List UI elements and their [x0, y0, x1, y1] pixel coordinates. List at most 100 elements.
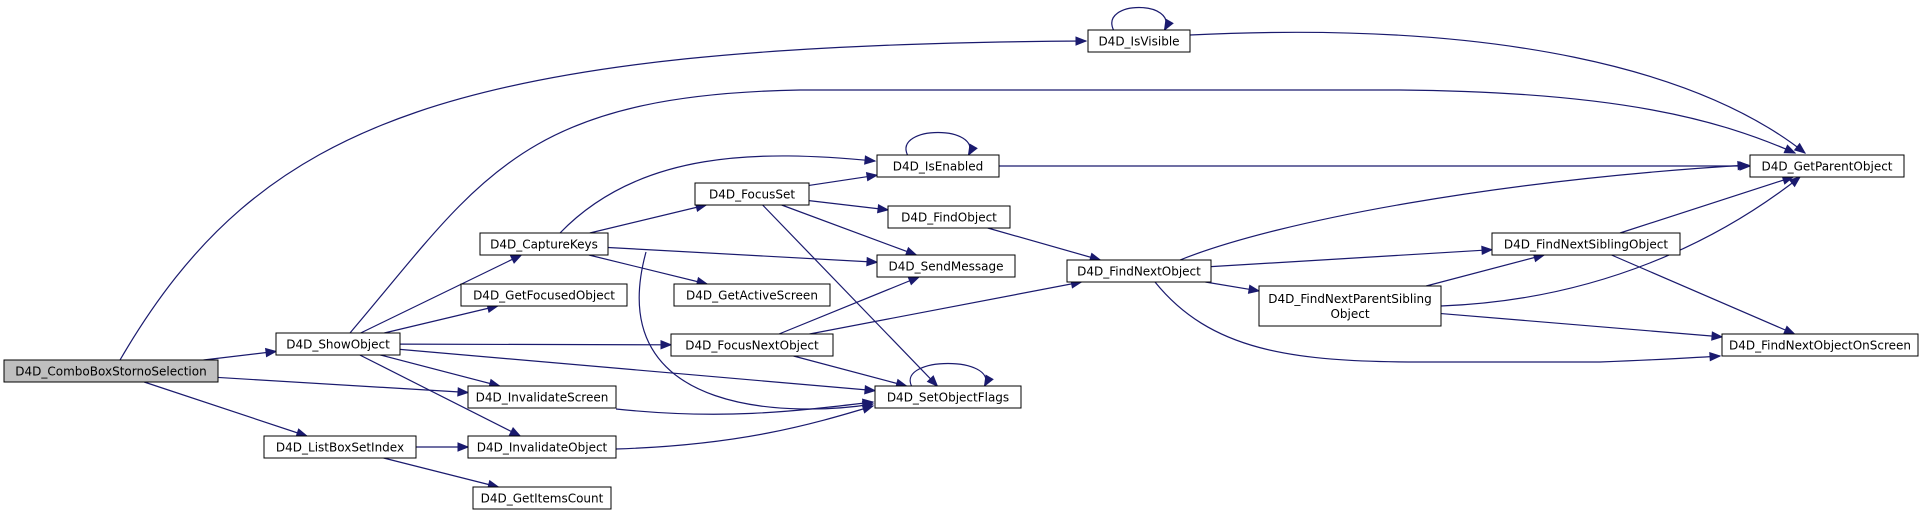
node-box-fnos [1721, 333, 1919, 357]
node-box-send [876, 254, 1016, 278]
node-label-isvis: D4D_IsVisible [1098, 35, 1179, 49]
edge-show-to-getf [384, 303, 500, 334]
node-box-geti [472, 486, 612, 510]
edge-capt-to-fset [589, 202, 708, 234]
node-label-fnps: Object [1330, 307, 1369, 321]
edge-fnps-to-gpar [1440, 176, 1802, 307]
node-geti[interactable]: D4D_GetItemsCount [472, 486, 612, 510]
node-box-fnps [1258, 285, 1442, 327]
edge-fnext-to-sflag [793, 355, 908, 388]
node-show[interactable]: D4D_ShowObject [275, 332, 401, 356]
edge-fnobj-to-gpar [1179, 160, 1750, 261]
edge-sflag-to-sflag [909, 363, 994, 388]
edges [119, 7, 1807, 490]
edge-fnps-to-fnsib [1425, 253, 1546, 287]
node-label-geti: D4D_GetItemsCount [481, 492, 604, 506]
node-box-sflag [874, 385, 1022, 409]
node-find[interactable]: D4D_FindObject [887, 205, 1011, 229]
node-label-gact: D4D_GetActiveScreen [686, 289, 818, 303]
node-label-lbsi: D4D_ListBoxSetIndex [276, 441, 404, 455]
node-capt[interactable]: D4D_CaptureKeys [479, 232, 609, 256]
edge-fnps-to-fnos [1440, 312, 1724, 341]
node-box-getf [460, 283, 628, 307]
node-label-getf: D4D_GetFocusedObject [473, 289, 615, 303]
node-box-gpar [1749, 154, 1905, 178]
node-send[interactable]: D4D_SendMessage [876, 254, 1016, 278]
node-gpar[interactable]: D4D_GetParentObject [1749, 154, 1905, 178]
node-getf[interactable]: D4D_GetFocusedObject [460, 283, 628, 307]
node-label-find: D4D_FindObject [901, 211, 997, 225]
nodes: D4D_ComboBoxStornoSelection D4D_ShowObjec… [3, 29, 1919, 510]
edge-isen-to-isen [905, 132, 978, 157]
node-box-show [275, 332, 401, 356]
node-label-fnobj: D4D_FindNextObject [1077, 265, 1201, 279]
edge-fnsib-to-gpar [1619, 175, 1795, 234]
node-cbx[interactable]: D4D_ComboBoxStornoSelection [3, 359, 219, 383]
node-box-capt [479, 232, 609, 256]
node-box-fnsib [1491, 232, 1681, 256]
edge-isvis-to-gpar [1189, 31, 1807, 154]
node-isvis[interactable]: D4D_IsVisible [1087, 29, 1191, 53]
node-box-invo [467, 435, 617, 459]
node-label-invo: D4D_InvalidateObject [477, 441, 608, 455]
edge-fnext-to-send [778, 276, 921, 335]
edge-isen-to-gpar [999, 161, 1752, 171]
node-label-invs: D4D_InvalidateScreen [476, 391, 609, 405]
node-sflag[interactable]: D4D_SetObjectFlags [874, 385, 1022, 409]
node-label-isen: D4D_IsEnabled [893, 160, 983, 174]
edge-isvis-to-isvis [1111, 7, 1174, 32]
node-box-fnext [670, 333, 834, 357]
edge-fnext-to-fnobj [809, 279, 1083, 335]
edge-cbx-to-invs [217, 376, 470, 397]
edge-fnsib-to-fnos [1611, 254, 1796, 335]
node-box-fnobj [1066, 259, 1212, 283]
node-box-fset [694, 182, 810, 206]
edge-show-to-gpar [349, 89, 1797, 334]
node-box-gact [673, 283, 831, 307]
node-label-cbx: D4D_ComboBoxStornoSelection [15, 365, 206, 379]
node-label-fnos: D4D_FindNextObjectOnScreen [1729, 339, 1911, 353]
node-gact[interactable]: D4D_GetActiveScreen [673, 283, 831, 307]
node-box-find [887, 205, 1011, 229]
edge-cbx-to-lbsi [143, 381, 309, 438]
node-fnext[interactable]: D4D_FocusNextObject [670, 333, 834, 357]
node-label-fnext: D4D_FocusNextObject [685, 339, 819, 353]
edge-show-to-fnext [399, 340, 673, 350]
edge-invo-to-sflag [615, 404, 875, 450]
node-label-send: D4D_SendMessage [889, 260, 1004, 274]
edge-cbx-to-isvis [119, 36, 1088, 361]
node-fset[interactable]: D4D_FocusSet [694, 182, 810, 206]
edge-fset-to-isen [808, 172, 879, 187]
edge-fnobj-to-fnos [1154, 281, 1722, 363]
node-lbsi[interactable]: D4D_ListBoxSetIndex [263, 435, 417, 459]
node-label-sflag: D4D_SetObjectFlags [887, 391, 1009, 405]
node-box-isvis [1087, 29, 1191, 53]
node-box-isen [876, 154, 1000, 178]
edge-invs-to-sflag [615, 398, 875, 415]
edge-fnobj-to-fnps [1205, 281, 1261, 294]
edge-lbsi-to-geti [383, 457, 500, 490]
node-label-gpar: D4D_GetParentObject [1762, 160, 1893, 174]
edge-fset-to-sflag [762, 204, 939, 387]
edge-capt-to-isen [559, 155, 877, 234]
edge-lbsi-to-invo [416, 442, 470, 452]
node-box-lbsi [263, 435, 417, 459]
edge-show-to-invs [380, 354, 501, 388]
edge-show-to-sflag [399, 348, 877, 395]
node-box-cbx [3, 359, 219, 383]
edge-fnobj-to-fnsib [1210, 245, 1494, 268]
node-label-fnps: D4D_FindNextParentSibling [1268, 292, 1432, 306]
edge-capt-to-gact [588, 254, 709, 287]
edge-capt-to-send [607, 246, 879, 267]
node-label-show: D4D_ShowObject [286, 338, 390, 352]
node-box-invs [467, 385, 617, 409]
node-fnos[interactable]: D4D_FindNextObjectOnScreen [1721, 333, 1919, 357]
node-fnobj[interactable]: D4D_FindNextObject [1066, 259, 1212, 283]
node-invo[interactable]: D4D_InvalidateObject [467, 435, 617, 459]
node-fnsib[interactable]: D4D_FindNextSiblingObject [1491, 232, 1681, 256]
node-invs[interactable]: D4D_InvalidateScreen [467, 385, 617, 409]
edge-fset-to-find [808, 200, 890, 214]
node-isen[interactable]: D4D_IsEnabled [876, 154, 1000, 178]
